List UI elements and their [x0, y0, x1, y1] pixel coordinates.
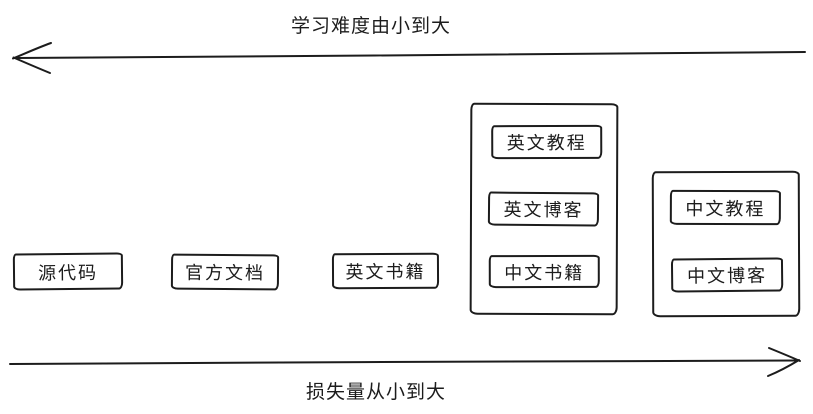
node-chinese-books: 中文书籍: [488, 254, 600, 289]
node-english-tutorials: 英文教程: [491, 124, 603, 160]
node-chinese-tutorials: 中文教程: [669, 189, 781, 226]
group-english-resources: 英文教程 英文博客 中文书籍: [469, 102, 619, 316]
node-english-books: 英文书籍: [331, 252, 440, 290]
bottom-axis-label: 损失量从小到大: [306, 382, 447, 403]
right-arrow-icon: [9, 347, 801, 377]
top-axis-label: 学习难度由小到大: [291, 16, 452, 37]
left-arrow-icon: [12, 42, 806, 74]
node-official-docs: 官方文档: [170, 253, 280, 291]
node-chinese-blogs: 中文博客: [670, 257, 784, 293]
node-english-blogs: 英文博客: [487, 191, 600, 227]
group-chinese-resources: 中文教程 中文博客: [651, 170, 801, 318]
node-source-code: 源代码: [12, 252, 124, 291]
